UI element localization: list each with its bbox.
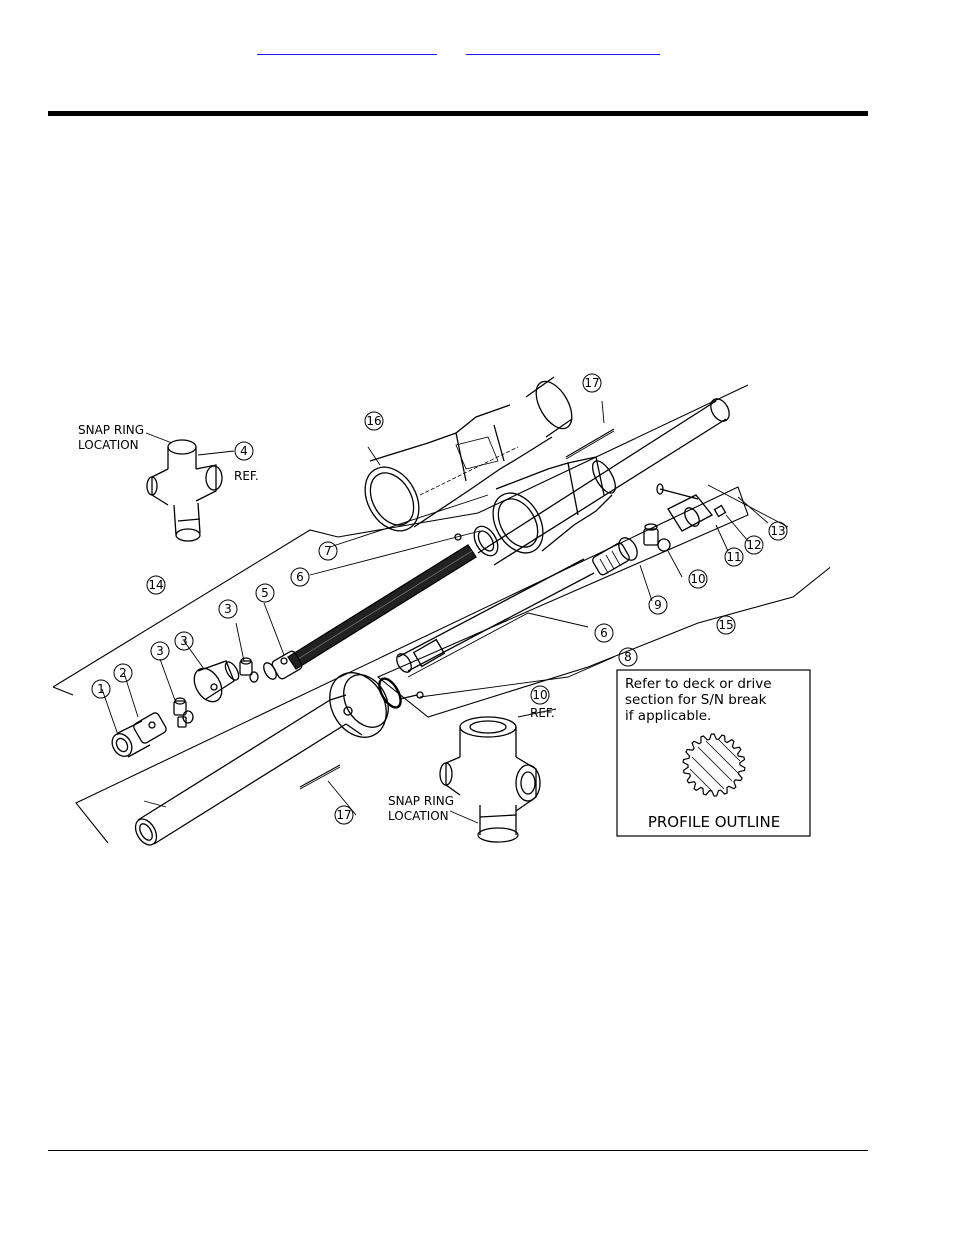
callout-3: 3 [224, 602, 232, 616]
outer-tube [477, 398, 730, 566]
yoke-2 [133, 712, 167, 744]
profile-note-box: Refer to deck or drive section for S/N b… [616, 669, 811, 837]
header-link-right[interactable] [466, 38, 660, 55]
snap-ring-bottom-line1: SNAP RING [388, 794, 454, 808]
callout-7: 7 [324, 544, 332, 558]
note-line-2: section for S/N break [625, 692, 767, 708]
inner-tube [396, 558, 595, 673]
yoke-9 [592, 537, 638, 576]
callout-10: 10 [532, 688, 547, 702]
yoke-4 [193, 660, 240, 703]
bearing-ring-lower [378, 677, 424, 709]
nut-12 [713, 504, 727, 518]
snap-ring-bottom-line2: LOCATION [388, 809, 449, 823]
callout-14: 14 [148, 578, 163, 592]
callout-8: 8 [624, 650, 632, 664]
cross-3-small [239, 657, 259, 683]
inner-splined-shaft [287, 544, 477, 670]
callout-17: 17 [336, 808, 351, 822]
callout-16: 16 [366, 414, 381, 428]
callout-1: 1 [97, 682, 105, 696]
lower-outer-tube [134, 699, 347, 846]
callout-10: 10 [690, 572, 705, 586]
bolt-13 [656, 483, 699, 500]
callout-11: 11 [726, 550, 741, 564]
cross-10-small [643, 523, 671, 552]
footer-rule [48, 1150, 868, 1151]
snap-ring-top-line2: LOCATION [78, 438, 139, 452]
callout-12: 12 [746, 538, 761, 552]
profile-outline-label: PROFILE OUTLINE [648, 813, 780, 831]
callout-2: 2 [119, 666, 127, 680]
shield-16 [364, 376, 573, 532]
cross-detail-top [146, 439, 223, 542]
collar-1 [111, 720, 151, 758]
spline-profile-icon [682, 733, 746, 797]
bearing-ring-6-upper [454, 525, 499, 557]
callout-13: 13 [770, 524, 785, 538]
shield-middle [492, 456, 617, 554]
callout-9: 9 [654, 598, 662, 612]
ref-label-bottom: REF. [530, 706, 555, 720]
callout-6: 6 [600, 626, 608, 640]
callout-5: 5 [261, 586, 269, 600]
cross-3-lower [173, 697, 194, 728]
callout-balloons [91, 373, 788, 825]
callout-3: 3 [180, 634, 188, 648]
assembly-14-outline [52, 384, 830, 844]
callout-3: 3 [156, 644, 164, 658]
cotter-pin-17-upper [565, 428, 615, 460]
ref-label-top: REF. [234, 469, 259, 483]
cross-detail-bottom [439, 716, 541, 843]
callout-4: 4 [240, 444, 248, 458]
callout-17: 17 [584, 376, 599, 390]
snap-ring-top-line1: SNAP RING [78, 423, 144, 437]
header-rule [48, 111, 868, 116]
header-link-left[interactable] [257, 38, 437, 55]
note-line-1: Refer to deck or drive [625, 676, 772, 692]
yoke-11 [667, 494, 713, 532]
cotter-pin-17-lower [299, 764, 341, 790]
leader-lines [101, 400, 789, 824]
callout-6: 6 [296, 570, 304, 584]
note-line-3: if applicable. [625, 708, 711, 724]
lower-shield [329, 672, 389, 738]
yoke-5 [263, 650, 303, 680]
callout-15: 15 [718, 618, 733, 632]
